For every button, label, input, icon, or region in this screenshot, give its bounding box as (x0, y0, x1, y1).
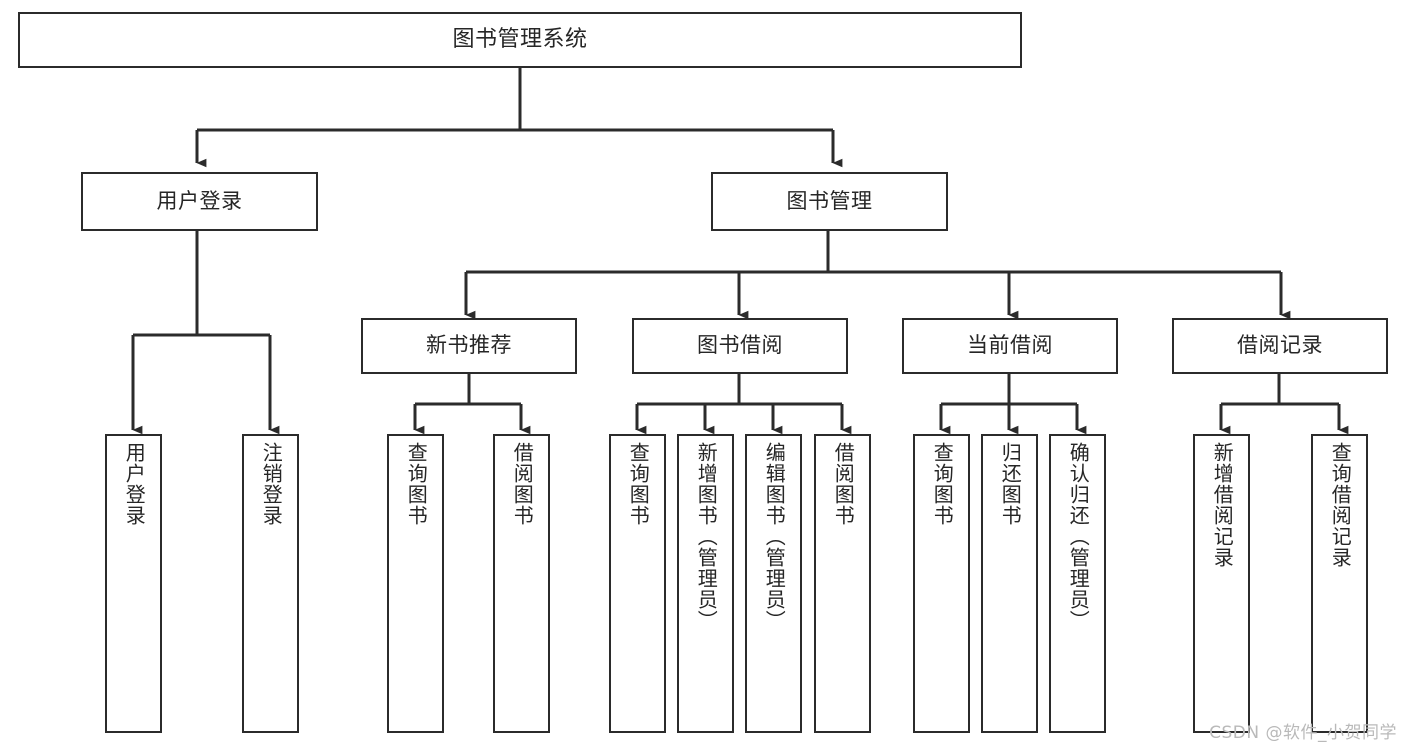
leaf-return-book[interactable]: 归还图书 (981, 434, 1038, 733)
node-book-manage-label: 图书管理 (786, 188, 873, 213)
leaf-add-book-label: 新增图书（管理员） (694, 442, 719, 631)
leaf-add-book[interactable]: 新增图书（管理员） (677, 434, 734, 733)
leaf-edit-book-label: 编辑图书（管理员） (762, 442, 787, 631)
leaf-logout-label: 注销登录 (259, 442, 284, 526)
watermark: CSDN @软件_小贺同学 (1209, 723, 1397, 743)
node-new-book-rec-label: 新书推荐 (426, 333, 512, 358)
node-current-borrow-label: 当前借阅 (967, 333, 1053, 358)
leaf-query-book-3[interactable]: 查询图书 (913, 434, 970, 733)
leaf-borrow-book-2[interactable]: 借阅图书 (814, 434, 871, 733)
leaf-query-book-2[interactable]: 查询图书 (609, 434, 666, 733)
leaf-borrow-book-1[interactable]: 借阅图书 (493, 434, 550, 733)
leaf-confirm-return[interactable]: 确认归还（管理员） (1049, 434, 1106, 733)
leaf-query-record-label: 查询借阅记录 (1328, 442, 1353, 568)
node-new-book-rec[interactable]: 新书推荐 (361, 318, 577, 374)
node-root-label: 图书管理系统 (452, 26, 588, 52)
leaf-query-book-3-label: 查询图书 (930, 442, 955, 526)
node-book-borrow-label: 图书借阅 (697, 333, 783, 358)
leaf-add-record-label: 新增借阅记录 (1210, 442, 1235, 568)
leaf-edit-book[interactable]: 编辑图书（管理员） (745, 434, 802, 733)
node-book-borrow[interactable]: 图书借阅 (632, 318, 848, 374)
leaf-borrow-book-1-label: 借阅图书 (510, 442, 535, 526)
leaf-query-book-1[interactable]: 查询图书 (387, 434, 444, 733)
leaf-user-login[interactable]: 用户登录 (105, 434, 162, 733)
leaf-borrow-book-2-label: 借阅图书 (831, 442, 856, 526)
leaf-add-record[interactable]: 新增借阅记录 (1193, 434, 1250, 733)
leaf-query-book-1-label: 查询图书 (404, 442, 429, 526)
node-user-login[interactable]: 用户登录 (81, 172, 318, 231)
node-borrow-record-label: 借阅记录 (1237, 333, 1323, 358)
leaf-confirm-return-label: 确认归还（管理员） (1066, 442, 1091, 631)
leaf-logout[interactable]: 注销登录 (242, 434, 299, 733)
node-user-login-label: 用户登录 (156, 188, 243, 213)
node-root[interactable]: 图书管理系统 (18, 12, 1022, 68)
leaf-user-login-label: 用户登录 (122, 442, 147, 526)
node-borrow-record[interactable]: 借阅记录 (1172, 318, 1388, 374)
node-book-manage[interactable]: 图书管理 (711, 172, 948, 231)
node-current-borrow[interactable]: 当前借阅 (902, 318, 1118, 374)
leaf-query-record[interactable]: 查询借阅记录 (1311, 434, 1368, 733)
leaf-return-book-label: 归还图书 (998, 442, 1023, 526)
leaf-query-book-2-label: 查询图书 (626, 442, 651, 526)
